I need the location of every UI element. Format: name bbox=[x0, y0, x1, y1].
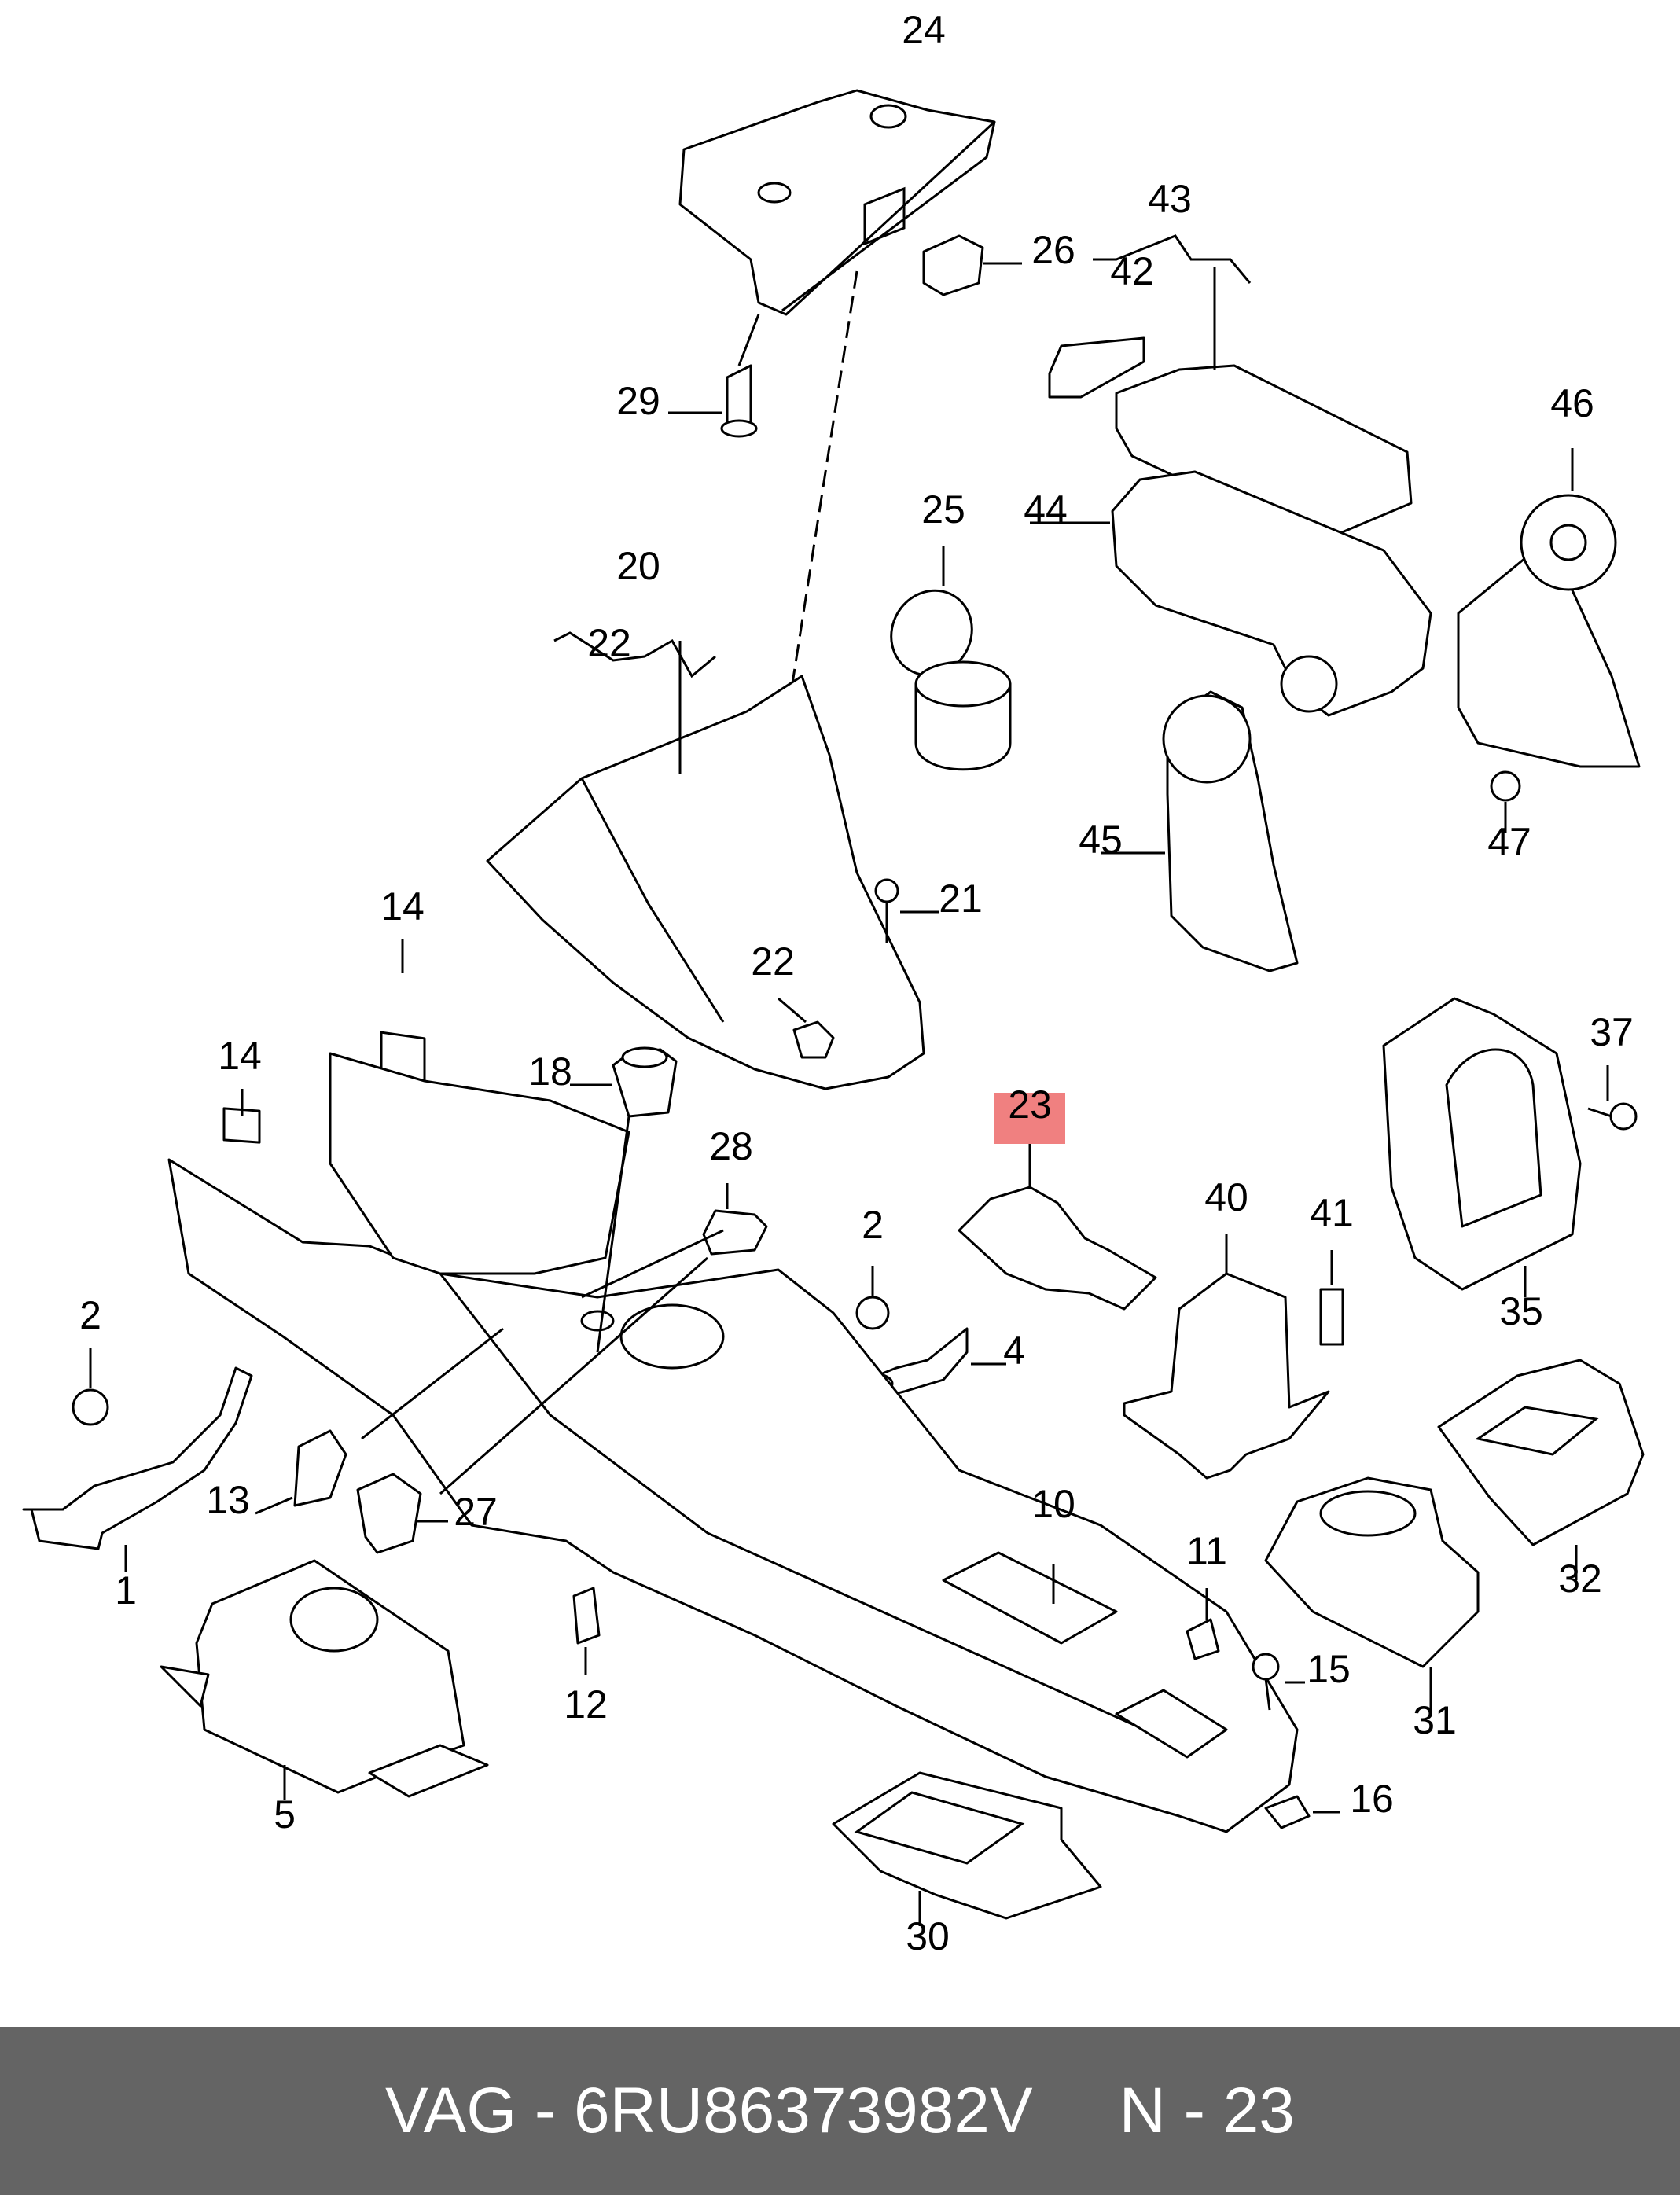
callout-2: 2 bbox=[79, 1293, 101, 1337]
footer-ref-number: 23 bbox=[1222, 2075, 1295, 2146]
part-46-bracket bbox=[1457, 448, 1641, 768]
callout-5: 5 bbox=[274, 1792, 296, 1837]
callout-24: 24 bbox=[902, 8, 946, 52]
callout-4: 4 bbox=[1003, 1329, 1025, 1373]
callout-35: 35 bbox=[1499, 1289, 1543, 1333]
part-12-clip bbox=[572, 1587, 601, 1675]
callout-14: 14 bbox=[218, 1034, 262, 1078]
part-25-cup-holder-insert bbox=[890, 546, 1012, 771]
callout-2: 2 bbox=[862, 1203, 884, 1247]
callout-46: 46 bbox=[1550, 381, 1594, 425]
callout-22: 22 bbox=[751, 939, 795, 984]
part-2-nut-left bbox=[72, 1348, 109, 1426]
footer-bar: VAG - 6RU86373982V N - 23 bbox=[0, 2027, 1680, 2195]
part-42-armrest-insert bbox=[1048, 336, 1145, 399]
part-15-screw bbox=[1252, 1653, 1305, 1711]
part-47-nut bbox=[1490, 770, 1521, 833]
part-29-screw bbox=[668, 314, 760, 438]
callout-20: 20 bbox=[616, 544, 660, 588]
footer-brand: VAG bbox=[385, 2075, 517, 2146]
part-40-bracket bbox=[1123, 1234, 1330, 1480]
callout-15: 15 bbox=[1307, 1647, 1351, 1691]
parts-diagram: 2426294342462544202221454714221418282337… bbox=[22, 8, 1645, 1958]
callout-31: 31 bbox=[1413, 1698, 1457, 1742]
callout-47: 47 bbox=[1487, 820, 1531, 864]
callout-45: 45 bbox=[1079, 818, 1123, 862]
part-37-screw bbox=[1587, 1065, 1638, 1131]
part-11-clip bbox=[1186, 1618, 1220, 1660]
part-31-shift-surround bbox=[1264, 1476, 1480, 1710]
part-35-bezel bbox=[1382, 997, 1582, 1297]
part-10-center-console bbox=[167, 1052, 1299, 1833]
callout-29: 29 bbox=[616, 379, 660, 423]
callout-42: 42 bbox=[1110, 249, 1154, 293]
footer-part-number: 6RU86373982V bbox=[574, 2075, 1033, 2146]
callout-11: 11 bbox=[1186, 1529, 1227, 1573]
part-44-armrest-body bbox=[1030, 470, 1432, 717]
part-23-console-trim bbox=[958, 1144, 1157, 1311]
callout-12: 12 bbox=[564, 1682, 608, 1726]
callout-26: 26 bbox=[1031, 228, 1075, 272]
callout-18: 18 bbox=[528, 1050, 572, 1094]
part-28-cap bbox=[702, 1183, 768, 1256]
callout-1: 1 bbox=[115, 1568, 137, 1612]
callout-23: 23 bbox=[1008, 1083, 1052, 1127]
part-27-connector bbox=[356, 1473, 448, 1554]
callout-27: 27 bbox=[454, 1490, 498, 1534]
callout-40: 40 bbox=[1204, 1175, 1248, 1219]
highlight-box-23 bbox=[994, 1093, 1065, 1144]
part-24-storage-tray bbox=[678, 89, 996, 316]
callout-21: 21 bbox=[939, 877, 983, 921]
callout-14: 14 bbox=[380, 884, 425, 928]
callout-13: 13 bbox=[206, 1478, 250, 1522]
part-1-bracket bbox=[22, 1366, 253, 1572]
part-30-tray bbox=[832, 1771, 1102, 1926]
footer-separator: - bbox=[534, 2075, 557, 2146]
part-26-clip bbox=[922, 234, 1022, 296]
callout-30: 30 bbox=[906, 1914, 950, 1958]
callout-41: 41 bbox=[1310, 1191, 1354, 1235]
callout-10: 10 bbox=[1031, 1482, 1075, 1526]
part-18-socket bbox=[570, 1046, 678, 1118]
part-2-nut-center bbox=[855, 1266, 890, 1330]
part-22-clip bbox=[778, 997, 835, 1059]
part-41-screw bbox=[1319, 1250, 1344, 1346]
part-16-clip bbox=[1264, 1795, 1340, 1829]
part-20-console-cover bbox=[486, 631, 925, 1090]
part-21-screw bbox=[874, 878, 939, 943]
part-43-armrest-lid bbox=[1093, 234, 1413, 536]
part-13-clip bbox=[255, 1429, 347, 1515]
part-32-cover-panel bbox=[1437, 1359, 1645, 1580]
callout-16: 16 bbox=[1350, 1777, 1394, 1821]
callout-28: 28 bbox=[709, 1124, 753, 1168]
part-5-shift-boot bbox=[160, 1559, 489, 1800]
callout-32: 32 bbox=[1558, 1557, 1602, 1601]
callout-37: 37 bbox=[1590, 1010, 1634, 1054]
callout-25: 25 bbox=[921, 487, 965, 531]
callout-44: 44 bbox=[1024, 487, 1068, 531]
footer-ref-separator: - bbox=[1183, 2075, 1205, 2146]
callout-43: 43 bbox=[1148, 177, 1192, 221]
callout-22: 22 bbox=[587, 621, 631, 665]
part-45-armrest-support bbox=[1101, 690, 1299, 972]
footer-ref-prefix: N bbox=[1119, 2075, 1166, 2146]
